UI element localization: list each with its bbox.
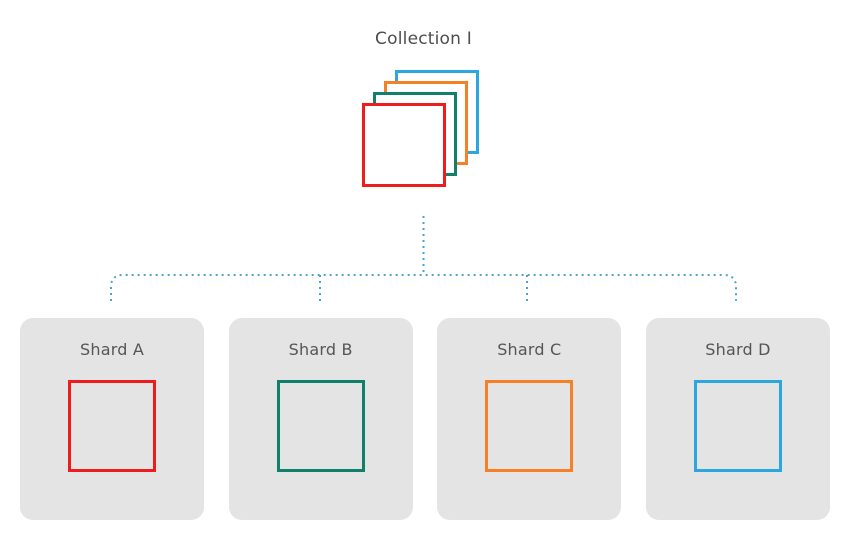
shard-label-b: Shard B xyxy=(288,340,353,359)
shard-card-a[interactable]: Shard A xyxy=(20,318,204,520)
collection-title: Collection I xyxy=(375,29,472,49)
shard-card-d[interactable]: Shard D xyxy=(645,318,830,520)
shard-card-c[interactable]: Shard C xyxy=(437,318,622,520)
collection-node: Collection I xyxy=(0,0,847,210)
shard-label-d: Shard D xyxy=(705,340,771,359)
collection-document-stack xyxy=(362,70,488,196)
collection-document-red-icon xyxy=(362,103,446,187)
shard-document-orange-icon xyxy=(485,380,574,472)
shard-row: Shard A Shard B Shard C Shard D xyxy=(20,318,830,520)
shard-document-teal-icon xyxy=(276,380,365,472)
shard-document-red-icon xyxy=(68,380,156,472)
shard-label-c: Shard C xyxy=(497,340,562,359)
shard-distribution-connector xyxy=(110,216,737,301)
shard-card-b[interactable]: Shard B xyxy=(228,318,413,520)
shard-label-a: Shard A xyxy=(80,340,144,359)
shard-document-blue-icon xyxy=(693,380,782,472)
connector-bus xyxy=(110,274,737,301)
